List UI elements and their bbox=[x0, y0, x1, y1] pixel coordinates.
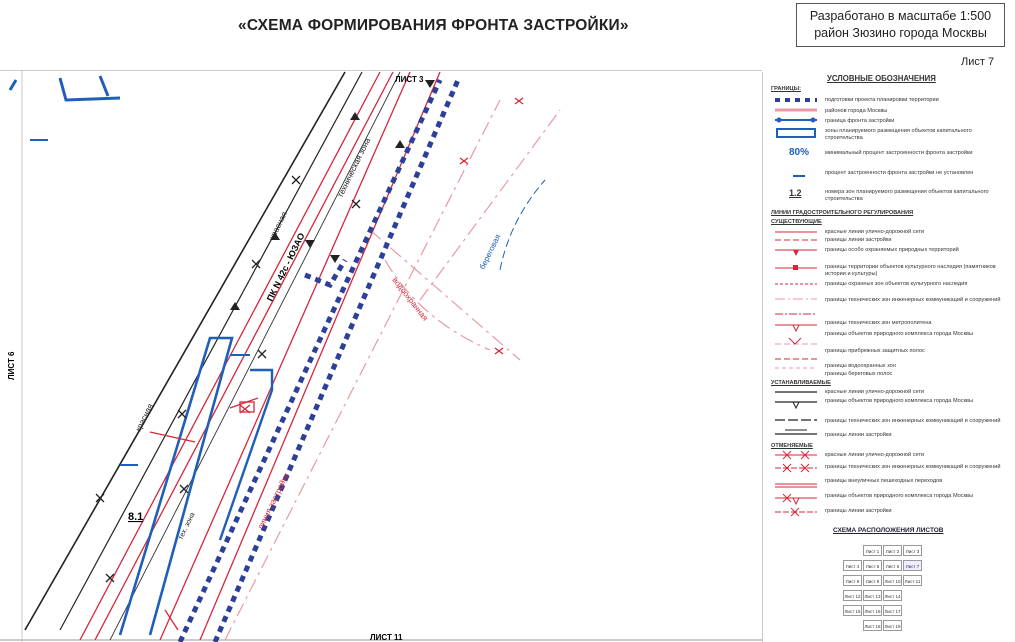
legend-item: зоны планируемого размещения объектов ка… bbox=[825, 128, 972, 141]
build-zone-outline bbox=[118, 336, 234, 636]
red-line-3 bbox=[159, 71, 411, 641]
legend-item: границы линии застройки bbox=[825, 432, 892, 438]
legend-item: границы особо охраняемых природных терри… bbox=[825, 247, 959, 253]
legend-item: границы прибрежных защитных полос bbox=[825, 348, 925, 354]
planning-boundary-notch bbox=[304, 258, 348, 289]
red-line-label-2: красная bbox=[134, 402, 155, 433]
legend-percent-symbol: 80% bbox=[789, 147, 810, 158]
legend-item: границы объектов природного комплекса го… bbox=[825, 493, 974, 499]
water-zone-label: водоохранная bbox=[390, 276, 429, 323]
legend-symbol-zones bbox=[776, 128, 816, 138]
pink-arc bbox=[384, 259, 491, 351]
sheet-cell: Лист 13 bbox=[863, 590, 882, 601]
blue-frame-fragments bbox=[8, 75, 121, 102]
red-connectors bbox=[149, 397, 259, 631]
sheet-cell: Лист 18 bbox=[863, 620, 882, 631]
legend-item: границы объектов природного комплекса го… bbox=[825, 331, 974, 337]
legend-existing-symbols bbox=[775, 231, 817, 369]
legend-item: красные линии улично-дорожной сети bbox=[825, 452, 925, 458]
legend-item: границы территории объектов культурного … bbox=[825, 264, 996, 277]
legend-item: границы технических зон метрополитена bbox=[825, 320, 932, 326]
triangle-markers bbox=[230, 80, 435, 310]
sheet-cell: Лист 1 bbox=[863, 545, 882, 556]
legend-item: границы линии застройки bbox=[825, 508, 892, 514]
legend-item: границы береговых полос bbox=[825, 371, 893, 377]
sheet-cell: Лист 16 bbox=[863, 605, 882, 616]
legend-title: УСЛОВНЫЕ ОБОЗНАЧЕНИЯ bbox=[827, 74, 936, 83]
map-canvas: ЛИСТ 3 ЛИСТ 6 ЛИСТ 11 ПК N 42с - ЮЗАО кр… bbox=[0, 70, 762, 642]
legend-item: подготовки проекта планировки территории bbox=[825, 97, 939, 103]
scale-box: Разработано в масштабе 1:500 район Зюзин… bbox=[796, 3, 1005, 47]
map-label-sheet6: ЛИСТ 6 bbox=[7, 351, 16, 380]
planning-boundary-2 bbox=[212, 79, 461, 642]
legend-item: процент застроенности фронта застройки н… bbox=[825, 170, 974, 176]
pink-dash-2 bbox=[419, 109, 561, 301]
legend-item: минимальный процент застроенности фронта… bbox=[825, 150, 973, 156]
sheet-number: Лист 7 bbox=[961, 56, 995, 68]
page-title: «СХЕМА ФОРМИРОВАНИЯ ФРОНТА ЗАСТРОЙКИ» bbox=[238, 17, 629, 34]
legend-item: границы линии застройки bbox=[825, 237, 892, 243]
legend-symbol-frontage bbox=[775, 117, 817, 123]
legend-item: граница фронта застройки bbox=[825, 118, 895, 124]
sheet-cell: Лист 3 bbox=[903, 545, 922, 556]
build-line-label: линия застройки bbox=[256, 471, 291, 530]
legend-item: границы внеуличных пешеходных переходов bbox=[825, 478, 943, 484]
sheet-cell: Лист 14 bbox=[883, 590, 902, 601]
legend-item: границы охранных зон объектов культурног… bbox=[825, 281, 968, 287]
sheet-grid-title: СХЕМА РАСПОЛОЖЕНИЯ ЛИСТОВ bbox=[833, 527, 944, 534]
sheet-cell: Лист 6 bbox=[883, 560, 902, 571]
red-line-label-1: красная bbox=[268, 210, 289, 241]
pink-dash-1 bbox=[224, 99, 501, 641]
sheet-cell: Лист 4 bbox=[843, 560, 862, 571]
road-inner-line bbox=[109, 71, 401, 641]
legend-item: границы водоохранных зон bbox=[825, 363, 896, 369]
sheet-cell: Лист 2 bbox=[883, 545, 902, 556]
sheet-cell: Лист 15 bbox=[843, 605, 862, 616]
legend-item: границы технических зон инженерных комму… bbox=[825, 464, 1001, 470]
road-edge-black-1 bbox=[24, 71, 346, 631]
scale-line: Разработано в масштабе 1:500 bbox=[809, 9, 992, 23]
blue-shore-line bbox=[499, 179, 546, 271]
legend-panel: УСЛОВНЫЕ ОБОЗНАЧЕНИЯ ГРАНИЦЫ: подготовки… bbox=[762, 72, 1009, 642]
map-label-sheet3: ЛИСТ 3 bbox=[395, 75, 424, 84]
legend-section-cancelled: ОТМЕНЯЕМЫЕ bbox=[771, 443, 813, 449]
sheet-cell: Лист 10 bbox=[883, 575, 902, 586]
map-label-sheet11: ЛИСТ 11 bbox=[370, 633, 403, 642]
legend-symbol-districts bbox=[775, 108, 817, 112]
sheet-cell: Лист 9 bbox=[863, 575, 882, 586]
sheet-cell: Лист 5 bbox=[863, 560, 882, 571]
legend-item: границы технических зон инженерных комму… bbox=[825, 418, 1001, 424]
sheet-cell: Лист 8 bbox=[843, 575, 862, 586]
legend-symbol-planning bbox=[775, 98, 817, 102]
district-line: район Зюзино города Москвы bbox=[814, 26, 987, 40]
legend-item: красные линии улично-дорожной сети bbox=[825, 229, 925, 235]
legend-item: красные линии улично-дорожной сети bbox=[825, 389, 925, 395]
legend-cancelled-symbols bbox=[775, 450, 817, 517]
legend-section-existing: СУЩЕСТВУЮЩИЕ bbox=[771, 219, 822, 225]
sheet-cell: Лист 12 bbox=[843, 590, 862, 601]
shore-label: береговая bbox=[478, 233, 503, 271]
legend-section-borders: ГРАНИЦЫ: bbox=[771, 86, 801, 92]
legend-item: границы технических зон инженерных комму… bbox=[825, 297, 1001, 303]
sheet-cell: Лист 19 bbox=[883, 620, 902, 631]
legend-established-symbols bbox=[775, 391, 817, 435]
legend-item: районов города Москвы bbox=[825, 108, 888, 114]
build-frontage-blue bbox=[218, 368, 274, 541]
sheet-cell: Лист 17 bbox=[883, 605, 902, 616]
legend-section-lines: ЛИНИИ ГРАДОСТРОИТЕЛЬНОГО РЕГУЛИРОВАНИЯ bbox=[771, 210, 914, 216]
legend-item: границы объектов природного комплекса го… bbox=[825, 398, 974, 404]
sheet-cell: Лист 11 bbox=[903, 575, 922, 586]
cancelled-markers bbox=[95, 175, 361, 583]
red-line-4 bbox=[199, 71, 441, 641]
planning-boundary-1 bbox=[177, 78, 443, 642]
legend-symbol-no-percent bbox=[793, 175, 805, 177]
road-edge-black-2 bbox=[59, 71, 363, 631]
zone-number-label: 8.1 bbox=[128, 511, 143, 523]
legend-item: номера зон планируемого размещения объек… bbox=[825, 189, 989, 202]
pink-dash-3 bbox=[369, 229, 521, 361]
legend-zone-symbol: 1.2 bbox=[789, 188, 802, 198]
legend-section-established: УСТАНАВЛИВАЕМЫЕ bbox=[771, 380, 831, 386]
sheet-cell-current: Лист 7 bbox=[903, 560, 922, 571]
